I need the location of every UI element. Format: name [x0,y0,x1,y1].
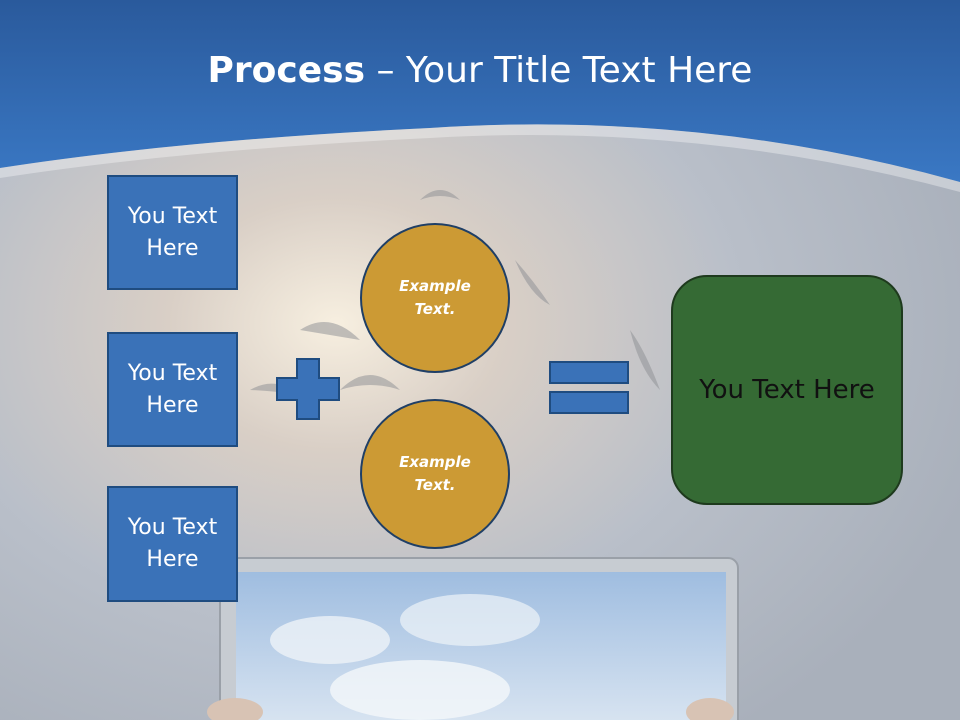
text-box-label: You Text Here [127,360,218,418]
text-box-3[interactable]: You Text Here [107,486,238,602]
circle-label: Example Text. [399,277,471,318]
text-box-1[interactable]: You Text Here [107,175,238,290]
title-rest: Your Title Text Here [405,50,753,91]
example-circle-2[interactable]: Example Text. [360,399,510,549]
text-box-label: You Text Here [127,515,218,572]
result-box[interactable]: You Text Here [671,275,903,505]
equals-icon [549,361,629,414]
page-title: Process – Your Title Text Here [0,50,960,91]
title-bold: Process [207,50,366,91]
example-circle-1[interactable]: Example Text. [360,223,510,373]
title-separator: – [365,50,406,91]
plus-icon [276,358,340,420]
text-box-2[interactable]: You Text Here [107,332,238,447]
result-label: You Text Here [699,375,875,405]
circle-label: Example Text. [399,453,471,494]
text-box-label: You Text Here [127,203,218,261]
